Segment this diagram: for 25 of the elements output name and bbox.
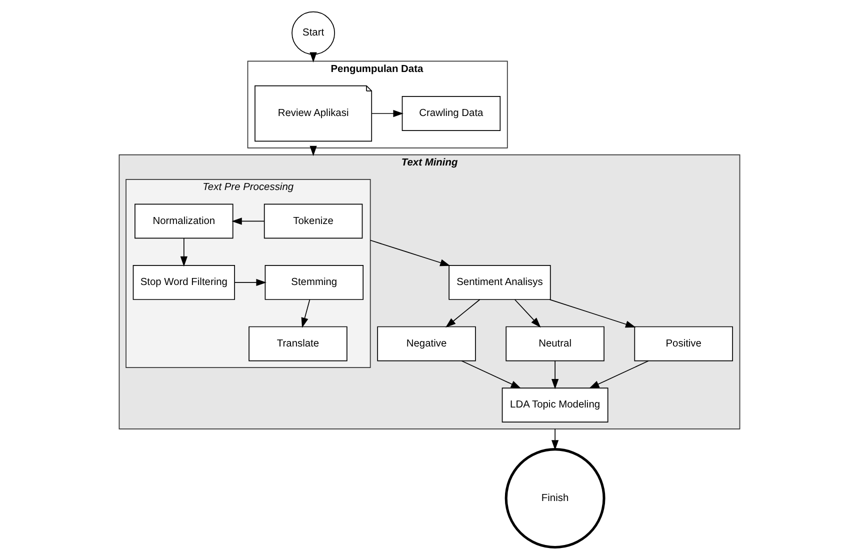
arrow (370, 240, 450, 266)
node-box: Neutral (506, 326, 604, 362)
node-box: Stop Word Filtering (132, 265, 235, 300)
arrow (514, 299, 541, 328)
node-box: Sentiment Analisys (448, 265, 551, 300)
node-circle: Finish (504, 448, 606, 548)
node-box: Normalization (134, 204, 234, 239)
arrow (551, 428, 559, 450)
arrow (301, 299, 310, 328)
arrow (551, 360, 559, 390)
arrow (588, 360, 649, 388)
arrow (371, 110, 404, 118)
node-box: Stemming (264, 265, 364, 300)
node-box: Crawling Data (402, 96, 501, 131)
node-box: Positive (634, 326, 733, 362)
arrow (446, 299, 480, 328)
arrow (234, 278, 266, 286)
node-box: Tokenize (264, 204, 363, 239)
arrow (232, 218, 265, 225)
node-box: LDA Topic Modeling (502, 388, 608, 422)
node-box: Translate (248, 326, 348, 362)
node-box: Negative (377, 326, 476, 362)
arrow (180, 238, 188, 267)
arrow (549, 299, 636, 328)
arrow (461, 360, 522, 388)
